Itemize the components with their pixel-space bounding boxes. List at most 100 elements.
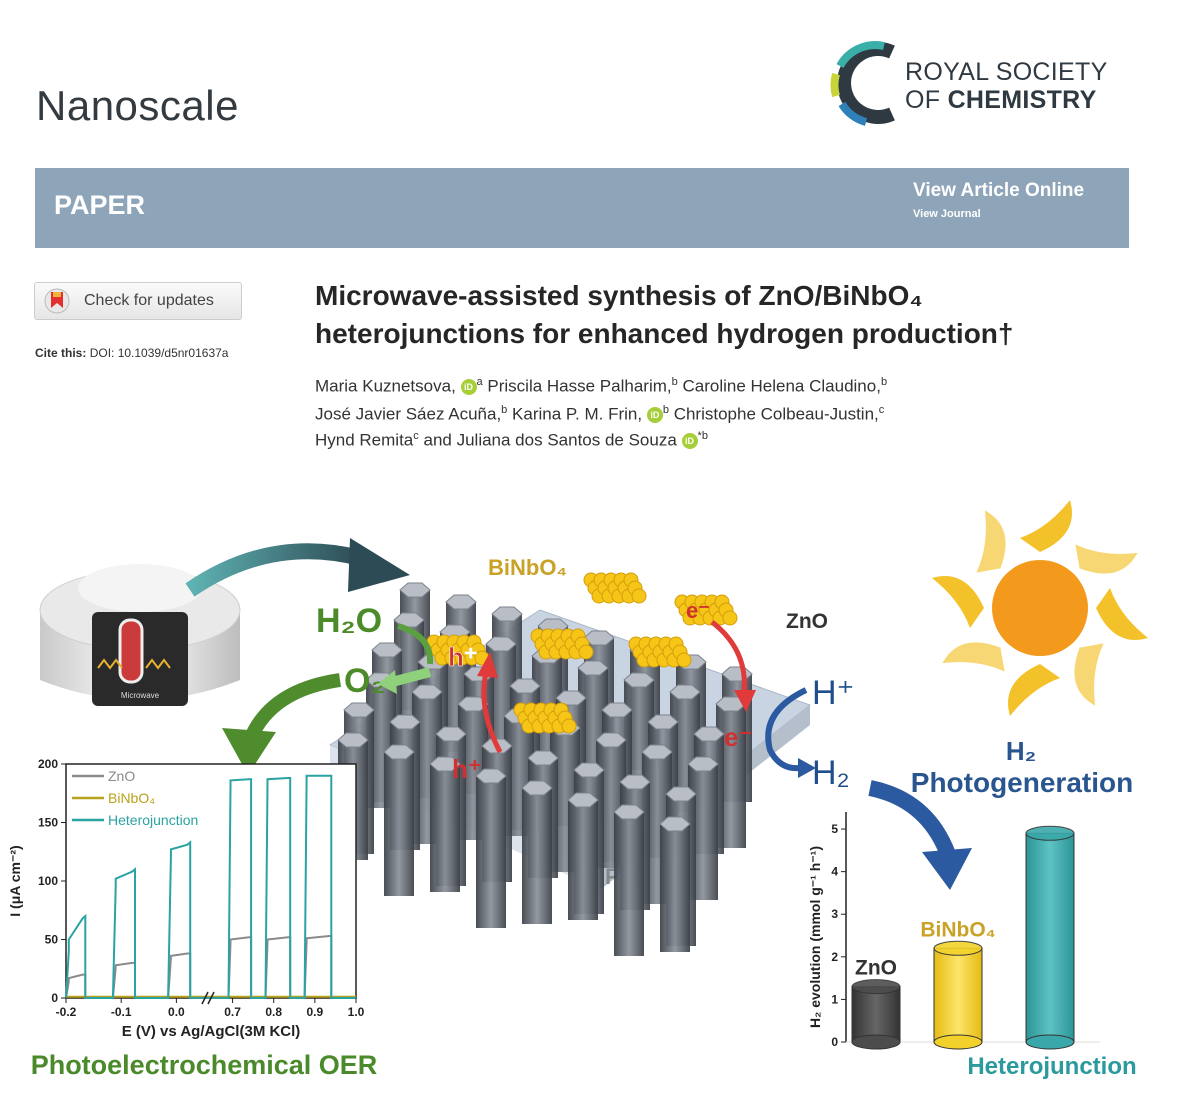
author-name[interactable]: Priscila Hasse Palharim, — [487, 376, 672, 396]
article-type-banner — [35, 168, 1129, 248]
orcid-icon[interactable]: iD — [646, 407, 663, 424]
author-name[interactable]: Maria Kuznetsova, — [315, 376, 456, 396]
arrow-synthesis-icon — [185, 543, 362, 597]
author-affiliation: a — [476, 376, 483, 388]
nanorod-top — [457, 696, 489, 712]
orcid-icon[interactable]: iD — [681, 433, 698, 450]
bar-category-label: Heterojunction — [967, 1053, 1136, 1080]
author-affiliation: c — [413, 430, 419, 442]
nanorod-top — [659, 816, 691, 832]
sun-ray — [1096, 588, 1148, 640]
nanorod-top — [693, 726, 725, 742]
y-tick-label: 2 — [831, 950, 838, 964]
nanorod-top — [619, 774, 651, 790]
electron-label-bottom: e⁻ — [724, 722, 752, 752]
y-tick-label: 50 — [45, 933, 59, 947]
nanorod — [522, 788, 552, 924]
arrow-head-icon — [348, 538, 410, 592]
x-tick-label: 0.7 — [224, 1005, 241, 1019]
publisher-of: OF — [905, 86, 948, 114]
doi-link[interactable]: DOI: 10.1039/d5nr01637a — [89, 346, 229, 360]
check-for-updates-button[interactable] — [34, 282, 242, 320]
y-tick-label: 100 — [38, 874, 58, 888]
nanorod-top — [583, 630, 615, 646]
orcid-icon[interactable]: iD — [460, 379, 477, 396]
sun-ray — [1020, 500, 1072, 552]
hole-label-top: h⁺ — [448, 642, 478, 672]
author-name[interactable]: José Javier Sáez Acuña, — [315, 404, 502, 424]
nanorod-top — [383, 744, 415, 760]
nanorod-top — [485, 636, 517, 652]
bar-body — [933, 947, 983, 1043]
y-tick-label: 3 — [831, 907, 838, 921]
particle — [631, 588, 647, 604]
microwave-reactor-icon: Microwave — [39, 564, 241, 706]
particle — [561, 718, 577, 734]
nanorod-top — [521, 780, 553, 796]
y-axis-label: H₂ evolution (mmol g⁻¹ h⁻¹) — [807, 846, 823, 1028]
nanorod-top — [435, 726, 467, 742]
author-name[interactable]: Karina P. M. Frin, — [512, 404, 643, 424]
author-affiliation: b — [880, 376, 888, 388]
bar-base — [851, 1034, 901, 1050]
nanorod-top — [665, 786, 697, 802]
cite-prefix: Cite this: — [35, 346, 87, 360]
bar — [1025, 825, 1075, 1050]
axis-break-mark — [201, 991, 215, 1005]
view-journal-link[interactable]: View Journal — [913, 208, 981, 220]
citation: Cite this: DOI: 10.1039/d5nr01637a — [35, 346, 228, 360]
hole-label-bottom: h⁺ — [452, 754, 482, 784]
y-tick-label: 200 — [38, 757, 58, 771]
author-name[interactable]: Caroline Helena Claudino, — [682, 376, 881, 396]
binbo4-cluster — [426, 634, 490, 666]
x-tick-label: 1.0 — [348, 1005, 365, 1019]
particle — [676, 652, 692, 668]
microwave-label: Microwave — [121, 691, 160, 700]
author-affiliation: b — [671, 376, 678, 388]
graphical-abstract: Microwave FTO BiNbO₄ ZnO H₂O O₂ h⁺ h⁺ e⁻… — [7, 500, 1148, 1080]
nanorod-top — [411, 684, 443, 700]
nanorod — [476, 776, 506, 928]
particle — [578, 644, 594, 660]
nanorod-top — [623, 672, 655, 688]
author-name[interactable]: Hynd Remita — [315, 430, 414, 450]
nanorod-top — [509, 678, 541, 694]
arrow-h2-icon — [868, 780, 958, 863]
nanorod-top — [429, 756, 461, 772]
hole-transfer-arrow-icon — [481, 671, 503, 754]
nanorod-top — [399, 582, 431, 598]
x-axis-label: E (V) vs Ag/AgCl(3M KCl) — [122, 1023, 301, 1040]
article-title-line1: Microwave-assisted synthesis of ZnO/BiNb… — [315, 280, 923, 311]
nanorod-top — [613, 804, 645, 820]
bar-category-label: BiNbO₄ — [920, 918, 995, 941]
author-name[interactable]: Christophe Colbeau-Justin, — [673, 404, 879, 424]
bar — [933, 940, 983, 1050]
legend-label: Heterojunction — [108, 812, 198, 828]
article-type-label: PAPER — [54, 190, 146, 220]
binbo4-cluster — [530, 628, 594, 660]
sun-ray — [1008, 664, 1060, 716]
y-tick-label: 0 — [831, 1035, 838, 1049]
author-name[interactable]: and Juliana dos Santos de Souza — [423, 430, 677, 450]
electron-transfer-arrow-icon — [710, 620, 747, 693]
binbo4-cluster — [583, 572, 647, 604]
particle — [722, 610, 738, 626]
nanorod — [430, 764, 460, 892]
article-title-line2: heterojunctions for enhanced hydrogen pr… — [315, 318, 1014, 349]
nanorod — [568, 800, 598, 920]
author-affiliation: *b — [697, 430, 708, 442]
nanorod-top — [371, 642, 403, 658]
series-line — [65, 774, 356, 999]
nanorod-top — [389, 714, 421, 730]
zno-label: ZnO — [786, 610, 828, 633]
view-article-online-link[interactable]: View Article Online — [913, 180, 1085, 201]
nanorod-top — [577, 660, 609, 676]
author-affiliation: c — [878, 404, 885, 416]
x-tick-label: -0.2 — [56, 1005, 77, 1019]
nanorod-top — [669, 684, 701, 700]
arrow-oer-icon — [243, 673, 342, 743]
h2o-label: H₂O — [316, 602, 382, 640]
bar-body — [851, 986, 901, 1043]
